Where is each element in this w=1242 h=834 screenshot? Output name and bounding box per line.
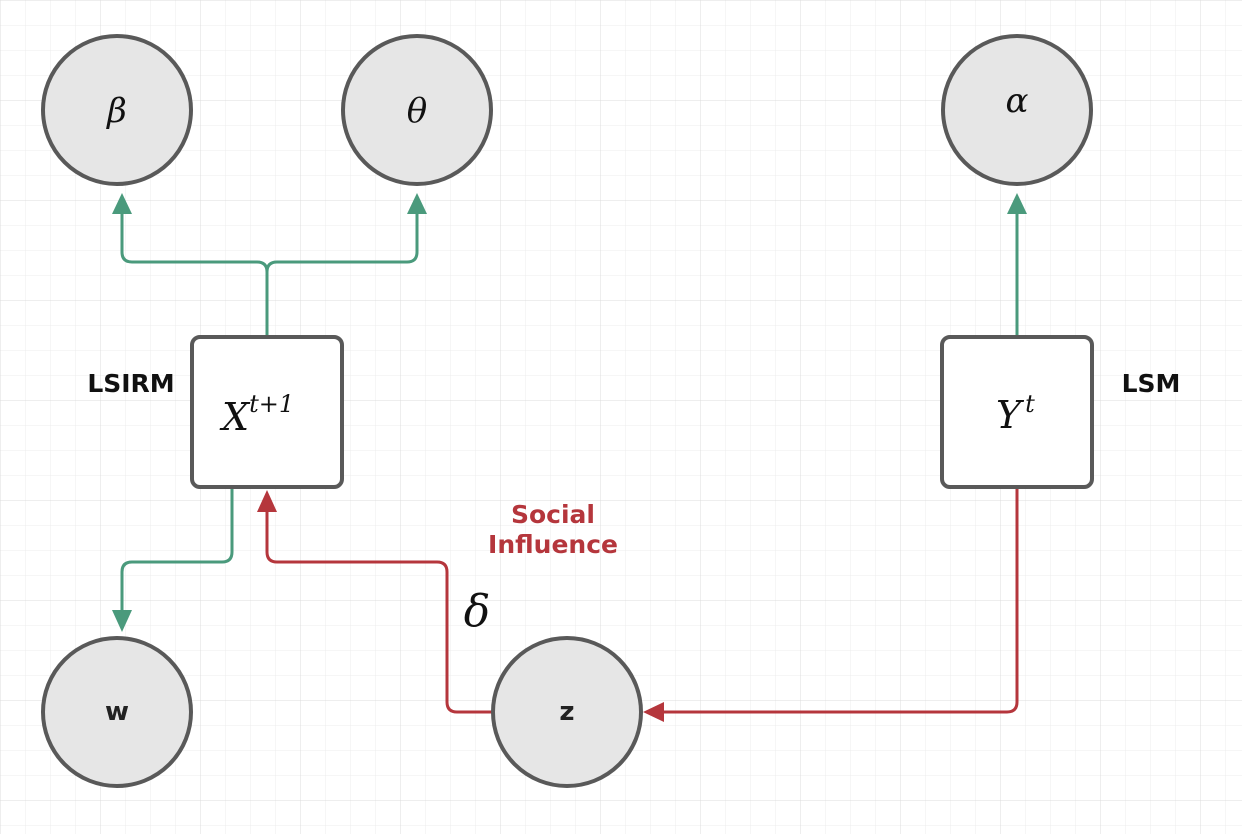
red-edges xyxy=(265,487,1019,714)
node-z-label: z xyxy=(559,697,574,727)
arrowhead-alpha xyxy=(1007,193,1027,214)
node-y-base: Y xyxy=(996,393,1025,437)
node-x-base: X xyxy=(219,395,251,439)
node-y-superscript: t xyxy=(1025,390,1035,418)
edge-z-to-x[interactable] xyxy=(265,508,492,714)
social-influence-line1: Social xyxy=(511,500,595,529)
node-theta[interactable]: θ xyxy=(341,34,493,186)
lsm-label: LSM xyxy=(1122,369,1181,398)
delta-label: δ xyxy=(464,586,491,637)
node-w[interactable]: w xyxy=(41,636,193,788)
edge-x-to-theta[interactable] xyxy=(265,210,419,273)
arrowhead-beta xyxy=(112,193,132,214)
edge-y-to-z[interactable] xyxy=(662,487,1019,714)
arrowhead-theta xyxy=(407,193,427,214)
edge-x-to-w[interactable] xyxy=(120,487,234,612)
node-theta-label: θ xyxy=(407,91,427,131)
node-alpha-label: α xyxy=(1006,81,1029,121)
node-z[interactable]: z xyxy=(491,636,643,788)
node-w-label: w xyxy=(105,697,129,727)
social-influence-line2: Influence xyxy=(488,530,618,559)
green-edges xyxy=(120,210,1019,612)
node-x-label: Xt+1 xyxy=(219,390,294,439)
node-alpha[interactable]: α xyxy=(941,34,1093,186)
arrowhead-x xyxy=(257,490,277,512)
node-x-superscript: t+1 xyxy=(249,390,294,418)
node-beta[interactable]: β xyxy=(41,34,193,186)
green-arrowheads xyxy=(112,193,1027,632)
node-beta-label: β xyxy=(105,91,127,131)
lsirm-label: LSIRM xyxy=(87,369,174,398)
red-arrowheads xyxy=(257,490,664,722)
arrowhead-z xyxy=(643,702,664,722)
node-x[interactable]: Xt+1 xyxy=(190,335,344,489)
arrowhead-w xyxy=(112,610,132,632)
